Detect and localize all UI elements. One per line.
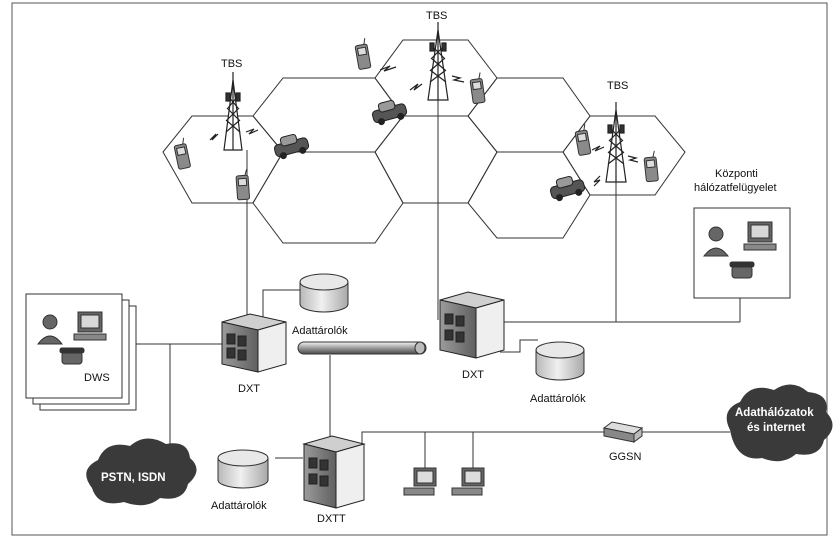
car-icon	[371, 99, 408, 126]
storage-disk-3	[217, 449, 269, 489]
tbs-tower-left	[209, 72, 259, 151]
data-network-label-line2: és internet	[747, 422, 805, 434]
dxt-server-right	[439, 291, 505, 359]
tbs-label-center: TBS	[426, 10, 447, 22]
user-icon	[702, 226, 730, 257]
dxt-label-right: DXT	[462, 369, 484, 381]
storage-label-1: Adattárolók	[292, 325, 348, 337]
dxt-label-left: DXT	[238, 383, 260, 395]
central-monitoring-box	[693, 207, 791, 299]
user-icon	[36, 314, 64, 345]
storage-label-3: Adattárolók	[211, 500, 267, 512]
data-network-label-line1: Adathálózatok	[735, 407, 814, 419]
dws-label: DWS	[84, 372, 110, 384]
car-icon	[273, 133, 310, 160]
mobile-phone-icon	[354, 38, 372, 70]
car-icon	[549, 175, 586, 202]
monitor-icon	[73, 311, 107, 341]
phone-icon	[729, 261, 755, 279]
terminal-computer-1	[403, 467, 437, 496]
terminal-computer-2	[451, 467, 485, 496]
pstn-isdn-label: PSTN, ISDN	[101, 472, 166, 484]
backbone-link	[297, 341, 427, 355]
storage-disk-1	[299, 273, 349, 313]
pstn-isdn-cloud	[86, 438, 197, 506]
monitor-icon	[743, 221, 777, 251]
dws-workstation-stack	[25, 293, 137, 411]
central-label-line2: hálózatfelügyelet	[694, 182, 777, 194]
data-network-cloud	[726, 384, 833, 462]
ggsn-router	[602, 421, 644, 443]
outer-frame	[11, 2, 828, 536]
tbs-label-left: TBS	[221, 58, 242, 70]
dxtt-label: DXTT	[317, 513, 346, 525]
central-label-line1: Központi	[715, 168, 758, 180]
cars	[273, 99, 586, 202]
dxt-server-left	[221, 313, 287, 373]
hex-cell	[252, 151, 404, 244]
mobile-phone-icon	[574, 124, 592, 156]
hex-cell	[467, 151, 591, 239]
storage-disk-2	[535, 341, 585, 381]
hex-cell	[562, 115, 686, 196]
dxtt-server	[302, 435, 366, 509]
tbs-label-right: TBS	[607, 80, 628, 92]
mobile-phone-icon	[469, 72, 486, 105]
storage-label-2: Adattárolók	[530, 393, 586, 405]
mobile-phone-icon	[643, 150, 659, 183]
ggsn-label: GGSN	[609, 451, 641, 463]
mobile-phone-icon	[173, 137, 191, 170]
tbs-tower-center	[379, 22, 465, 101]
connections	[96, 100, 741, 470]
mobile-phone-icon	[235, 169, 251, 201]
tbs-tower-right	[591, 102, 639, 187]
mobile-phones	[173, 38, 659, 201]
phone-icon	[59, 347, 85, 365]
